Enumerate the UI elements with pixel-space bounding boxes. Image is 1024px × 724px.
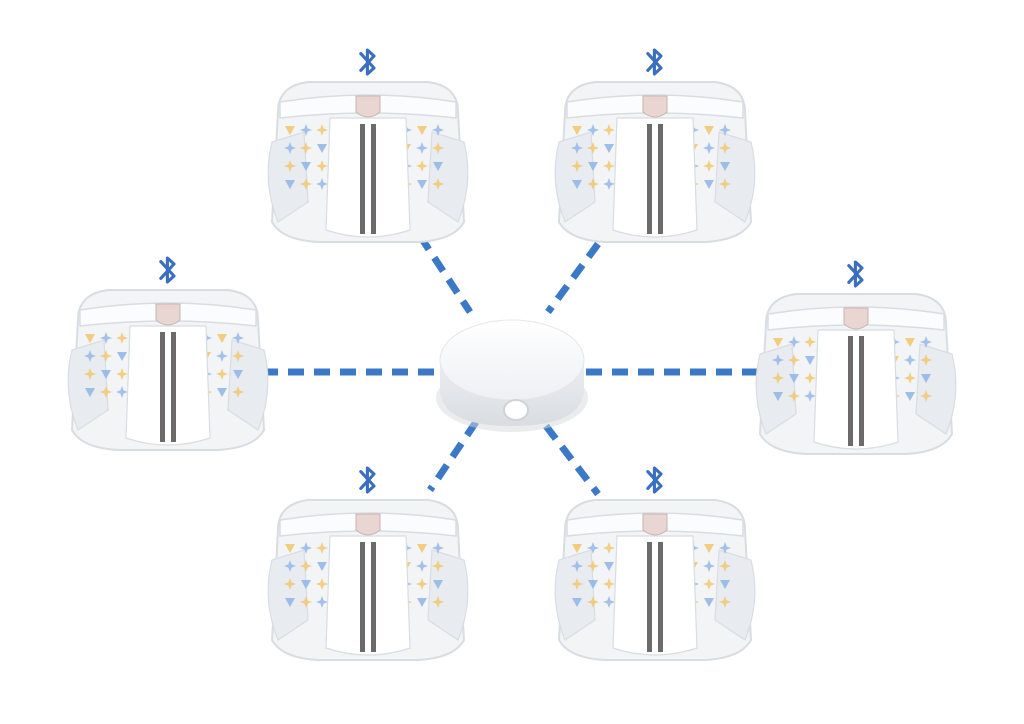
bluetooth-icon: [646, 466, 663, 494]
sensor-tag-icon: [155, 303, 181, 326]
sensor-tag-icon: [642, 95, 668, 118]
link-diaper-bottom-left: [427, 420, 479, 492]
diaper-front-panel: [125, 325, 211, 446]
diaper-stripe-left: [848, 336, 853, 446]
diaper-stripe-right: [658, 124, 663, 234]
sensor-tag-icon: [843, 307, 869, 330]
sensor-tag-icon: [642, 513, 668, 536]
link-diaper-top-left: [417, 234, 473, 314]
diaper-front-panel: [612, 117, 698, 238]
diaper-stripe-right: [171, 332, 176, 442]
diaper-stripe-left: [647, 542, 652, 652]
hub: [436, 319, 588, 432]
diaper-right-wing: [427, 549, 469, 641]
link-diaper-top-right: [545, 241, 601, 315]
diaper-stripe-right: [371, 124, 376, 234]
diaper-stripe-left: [160, 332, 165, 442]
diaper-devices: [67, 48, 957, 661]
diaper-left-wing: [267, 549, 309, 641]
diaper-front-panel: [325, 535, 411, 656]
diaper-left-wing: [755, 343, 797, 435]
diaper-front-panel: [813, 329, 899, 450]
diaper-right-wing: [714, 549, 756, 641]
hub-button-icon: [503, 399, 529, 421]
diaper-right-wing: [227, 339, 269, 431]
diaper-stripe-left: [360, 542, 365, 652]
diaper-stripe-right: [658, 542, 663, 652]
diaper-top-left: [267, 48, 469, 243]
diaper-left-wing: [554, 131, 596, 223]
connection-lines: [262, 234, 758, 497]
diaper-right-wing: [427, 131, 469, 223]
diaper-stripe-left: [647, 124, 652, 234]
diaper-stripe-right: [371, 542, 376, 652]
diaper-stripe-left: [360, 124, 365, 234]
diaper-front-panel: [612, 535, 698, 656]
bluetooth-icon: [646, 48, 663, 76]
diaper-middle-left: [67, 256, 269, 451]
link-diaper-bottom-right: [543, 423, 601, 497]
bluetooth-icon: [359, 48, 376, 76]
diaper-left-wing: [554, 549, 596, 641]
diaper-right-wing: [915, 343, 957, 435]
diaper-left-wing: [67, 339, 109, 431]
diaper-bottom-right: [554, 466, 756, 661]
diaper-top-right: [554, 48, 756, 243]
diaper-middle-right: [755, 260, 957, 455]
hub-top: [439, 319, 585, 401]
diaper-front-panel: [325, 117, 411, 238]
bluetooth-icon: [359, 466, 376, 494]
diaper-bottom-left: [267, 466, 469, 661]
diaper-left-wing: [267, 131, 309, 223]
sensor-tag-icon: [355, 95, 381, 118]
bluetooth-icon: [159, 256, 176, 284]
bluetooth-icon: [847, 260, 864, 288]
diaper-right-wing: [714, 131, 756, 223]
diaper-stripe-right: [859, 336, 864, 446]
sensor-tag-icon: [355, 513, 381, 536]
